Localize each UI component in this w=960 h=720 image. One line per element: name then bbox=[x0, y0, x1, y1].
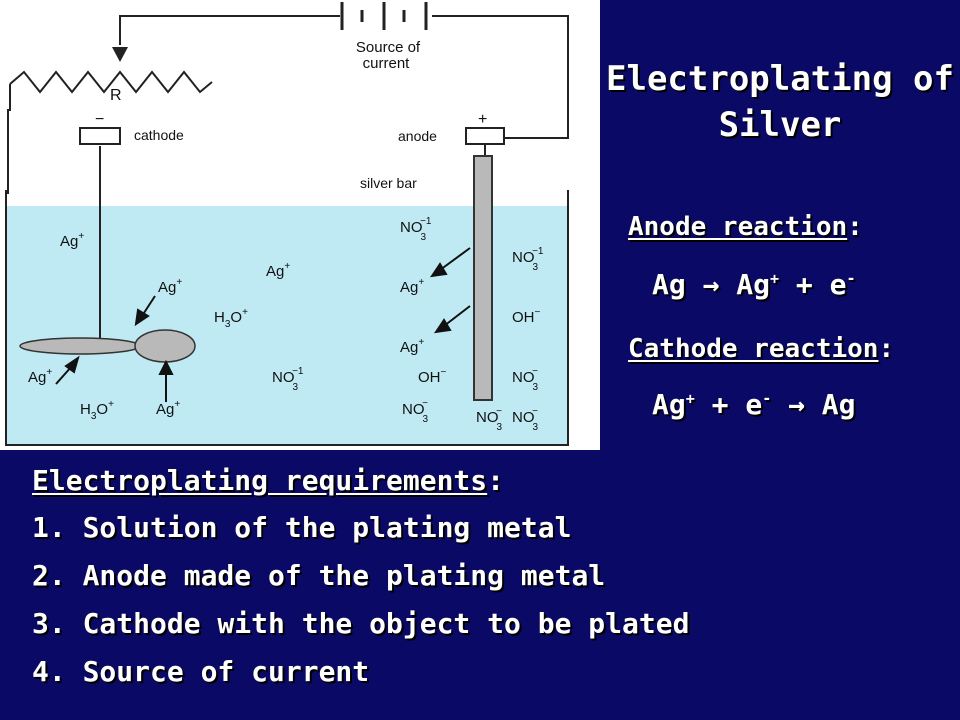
requirements-section: Electroplating requirements: 1. Solution… bbox=[32, 458, 689, 696]
ion-ag: Ag+ bbox=[156, 399, 180, 418]
reaction-arrow-icon: → bbox=[788, 388, 805, 421]
slide-title: Electroplating of Silver bbox=[600, 56, 960, 148]
list-item: 4. Source of current bbox=[32, 655, 370, 688]
anode-equation: Ag → Ag+ + e- bbox=[652, 268, 856, 301]
anode-reaction-heading: Anode reaction: bbox=[628, 212, 863, 242]
ion-oh: OH− bbox=[512, 307, 541, 326]
silver-deposit bbox=[134, 329, 196, 363]
anode-sign: + bbox=[478, 111, 487, 128]
battery-icon bbox=[340, 2, 428, 30]
title-line1: Electroplating of bbox=[606, 59, 954, 99]
anode-terminal bbox=[465, 127, 505, 145]
cathode-heading-text: Cathode reaction bbox=[628, 334, 879, 364]
list-item: 1. Solution of the plating metal bbox=[32, 511, 572, 544]
source-label-line2: current bbox=[363, 55, 411, 72]
ion-flow-arrows bbox=[55, 247, 471, 402]
cathode-sign: − bbox=[95, 111, 104, 128]
ion-ag: Ag+ bbox=[266, 261, 290, 280]
resistor-zigzag bbox=[9, 70, 213, 94]
rheostat-arrow-icon bbox=[112, 47, 128, 62]
silver-bar-label: silver bar bbox=[360, 175, 417, 191]
reaction-arrow-icon: → bbox=[702, 268, 720, 301]
ion-ag: Ag+ bbox=[400, 277, 424, 296]
electroplating-diagram: Source of current R − cathode + anode si… bbox=[0, 0, 600, 450]
list-item: 2. Anode made of the plating metal bbox=[32, 559, 606, 592]
source-label-line1: Source of bbox=[356, 39, 421, 56]
list-item: 3. Cathode with the object to be plated bbox=[32, 607, 690, 640]
ions: Ag+ Ag+ Ag+ Ag+ Ag+ Ag+ Ag+ H3O+ H3O+ NO… bbox=[28, 216, 544, 433]
requirements-list: 1. Solution of the plating metal 2. Anod… bbox=[32, 504, 689, 696]
resistor-label: R bbox=[110, 87, 122, 104]
ion-ag: Ag+ bbox=[400, 337, 424, 356]
ion-ag: Ag+ bbox=[28, 367, 52, 386]
ion-h3o: H3O+ bbox=[80, 399, 114, 422]
cathode-reaction-heading: Cathode reaction: bbox=[628, 334, 895, 364]
beaker bbox=[5, 190, 569, 446]
silver-bar bbox=[473, 155, 493, 401]
ion-ag: Ag+ bbox=[60, 231, 84, 250]
anode-label: anode bbox=[398, 128, 437, 144]
cathode-terminal bbox=[79, 127, 121, 145]
circuit-wires bbox=[7, 15, 569, 340]
ion-h3o: H3O+ bbox=[214, 307, 248, 330]
cathode-equation: Ag+ + e- → Ag bbox=[652, 388, 856, 421]
title-line2: Silver bbox=[718, 105, 842, 145]
cathode-label: cathode bbox=[134, 127, 184, 143]
requirements-heading: Electroplating requirements: bbox=[32, 464, 505, 497]
ion-oh: OH− bbox=[418, 367, 447, 386]
ion-ag: Ag+ bbox=[158, 277, 182, 296]
anode-heading-text: Anode reaction bbox=[628, 212, 848, 242]
cathode-object bbox=[19, 337, 141, 355]
